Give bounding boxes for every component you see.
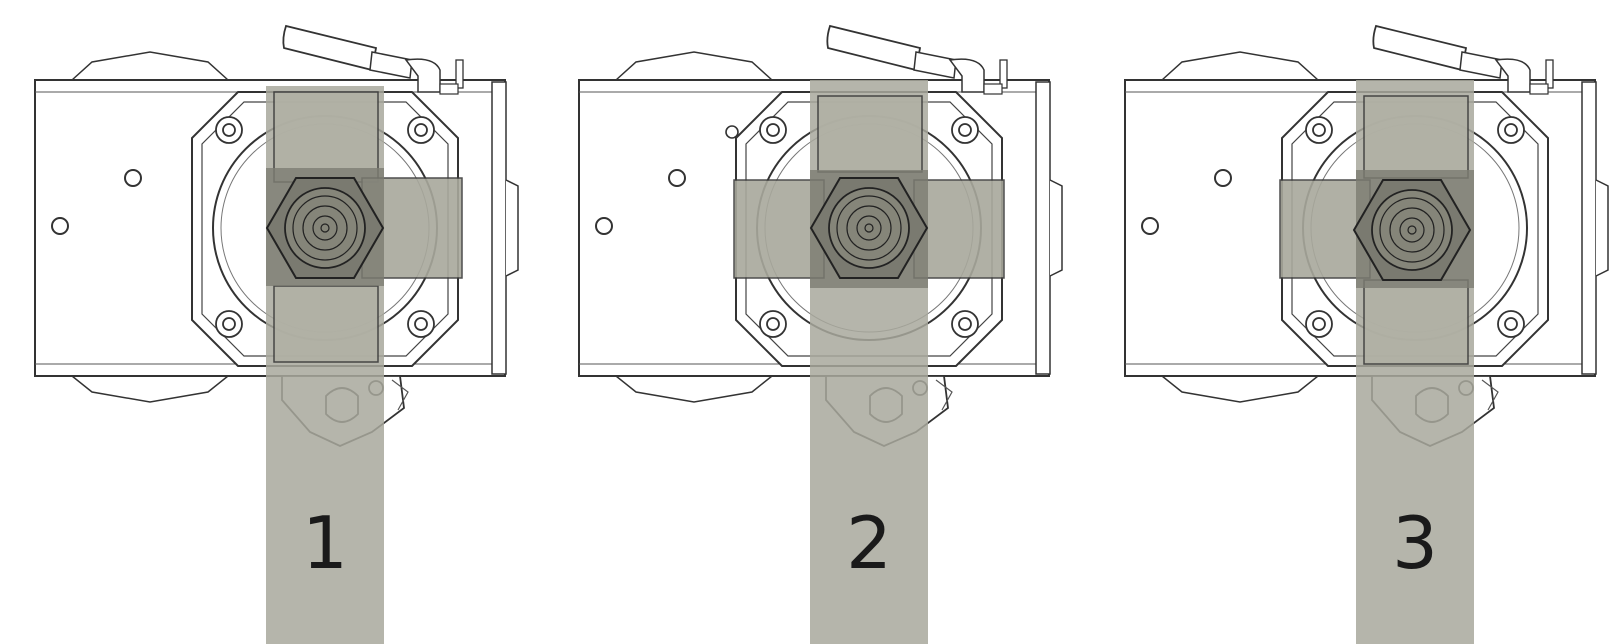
panel-label: 3 — [1392, 501, 1438, 585]
strip-arm-left — [733, 179, 825, 279]
panel-label: 2 — [846, 501, 892, 585]
panel-2: 2 — [578, 25, 1063, 644]
panel-label: 1 — [302, 501, 348, 585]
panel-3: 3 — [1124, 25, 1609, 644]
panel-1: 1 — [34, 25, 519, 644]
strip-arm-right — [913, 179, 1005, 279]
